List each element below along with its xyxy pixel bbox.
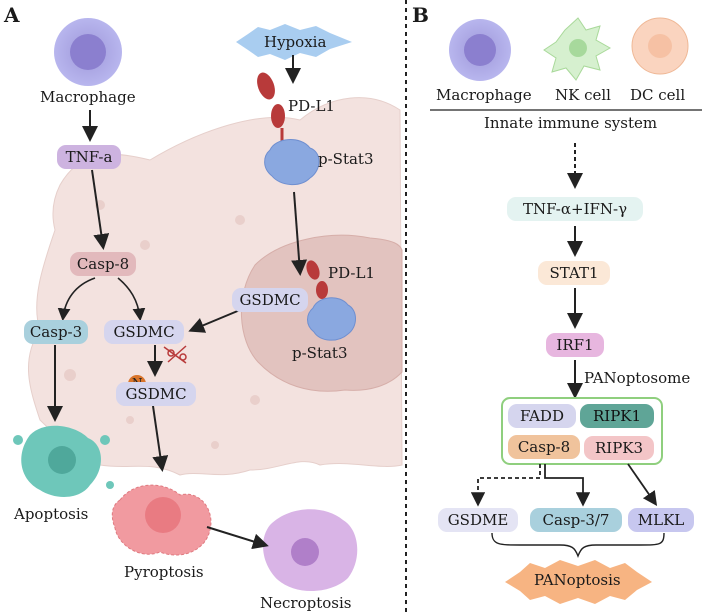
hypoxia-star	[236, 24, 352, 60]
tnf-ifn-node: TNF-α+IFN-γ	[507, 197, 643, 221]
innate-label: Innate immune system	[484, 114, 658, 132]
mlkl-node: MLKL	[628, 508, 694, 532]
pdl1-nuc-label: PD-L1	[328, 264, 375, 282]
tnf-a-node: TNF-a	[57, 145, 121, 169]
casp8-b-node: Casp-8	[508, 435, 580, 459]
panoptosis-star	[505, 560, 652, 604]
panoptosis-label: PANoptosis	[534, 571, 621, 589]
hypoxia-label: Hypoxia	[264, 33, 327, 51]
macrophage-b-label: Macrophage	[436, 86, 532, 104]
panoptosome-box	[501, 397, 663, 465]
nk-cell-label: NK cell	[555, 86, 611, 104]
panel-a-letter: A	[4, 3, 20, 27]
stat1-node: STAT1	[538, 261, 610, 285]
gsdmc-n-node: GSDMC	[116, 382, 196, 406]
ripk3-node: RIPK3	[584, 436, 654, 460]
bottom-bracket	[491, 532, 665, 558]
pstat3-top-label: p-Stat3	[318, 150, 374, 168]
panoptosome-label: PANoptosome	[584, 369, 691, 387]
dc-cell-label: DC cell	[630, 86, 686, 104]
necroptosis-label: Necroptosis	[260, 594, 352, 612]
apoptosis-label: Apoptosis	[14, 505, 89, 523]
scissors-icon	[163, 345, 187, 364]
casp8-a-node: Casp-8	[70, 252, 136, 276]
ripk1-node: RIPK1	[580, 404, 654, 428]
pdl1-top-label: PD-L1	[288, 97, 335, 115]
pstat3-nuc-label: p-Stat3	[292, 344, 348, 362]
panel-b-letter: B	[412, 3, 429, 27]
casp3-node: Casp-3	[24, 320, 88, 344]
casp37-node: Casp-3/7	[530, 508, 622, 532]
gsdme-node: GSDME	[438, 508, 518, 532]
pyroptosis-label: Pyroptosis	[124, 563, 204, 581]
gsdmc-nuc-node: GSDMC	[232, 288, 308, 312]
gsdmc-cyto-node: GSDMC	[104, 320, 184, 344]
fadd-node: FADD	[508, 404, 576, 428]
macrophage-a-label: Macrophage	[40, 88, 136, 106]
irf1-node: IRF1	[546, 333, 604, 357]
